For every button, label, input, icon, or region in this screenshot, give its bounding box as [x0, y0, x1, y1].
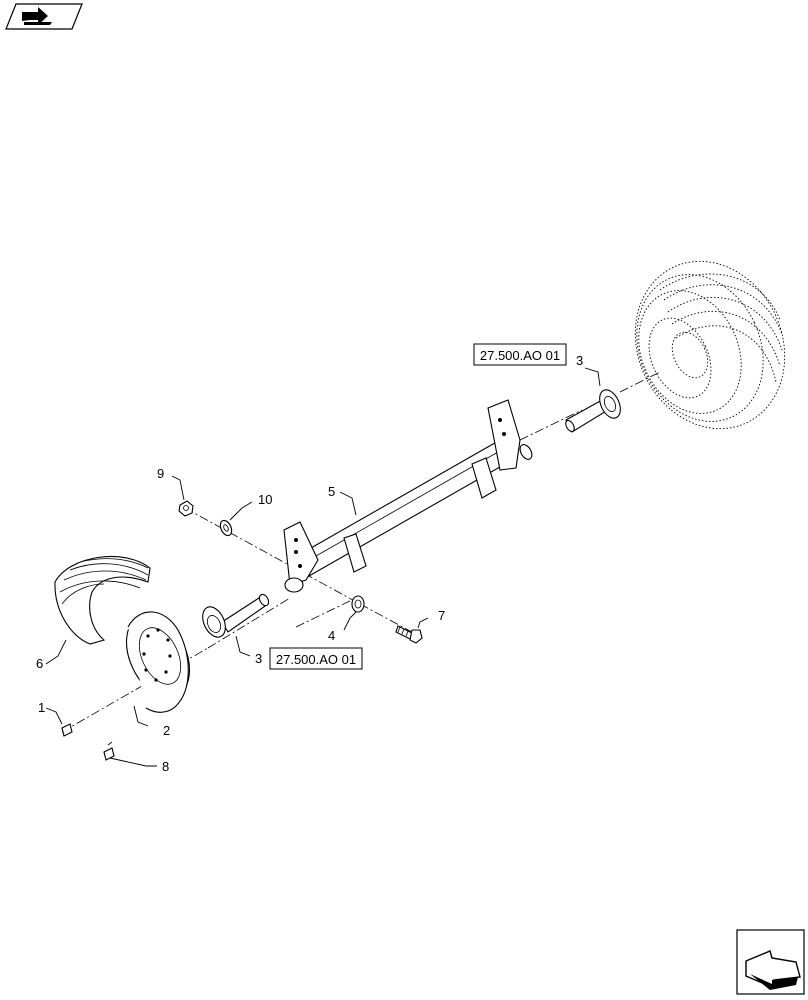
callout-1: 1 [38, 700, 45, 715]
callout-10: 10 [258, 492, 272, 507]
wheel-assembly-right-reference [634, 260, 786, 430]
next-page-arrow-icon[interactable] [736, 929, 805, 995]
axle-beam-part-5 [283, 399, 533, 593]
callout-2: 2 [163, 723, 170, 738]
callout-9: 9 [157, 466, 164, 481]
callout-labels: 1 2 3 3 4 5 6 7 8 9 10 [36, 353, 583, 774]
tire-part-6 [54, 556, 151, 645]
nut-part-9 [178, 500, 194, 517]
bolt-part-8 [103, 741, 115, 761]
washer-part-10 [219, 519, 233, 537]
reference-box-top[interactable]: 27.500.AO 01 [473, 343, 567, 366]
wheel-stud-part-1 [61, 723, 73, 737]
reference-box-top-label: 27.500.AO 01 [480, 348, 560, 363]
callout-5: 5 [328, 484, 335, 499]
callout-leaders [45, 367, 601, 767]
hardware-parts [61, 500, 423, 761]
hub-spindle-left-part-3 [202, 593, 270, 638]
callout-6: 6 [36, 656, 43, 671]
bolt-part-7 [395, 625, 423, 644]
callout-7: 7 [438, 608, 445, 623]
wheel-rim-part-2 [125, 611, 191, 713]
callout-8: 8 [162, 759, 169, 774]
callout-3-right: 3 [576, 353, 583, 368]
reference-box-bottom-label: 27.500.AO 01 [276, 652, 356, 667]
callout-3-left: 3 [255, 651, 262, 666]
callout-4: 4 [328, 628, 335, 643]
bushing-part-4 [351, 595, 365, 613]
reference-box-bottom[interactable]: 27.500.AO 01 [269, 647, 363, 670]
previous-page-arrow-icon[interactable] [5, 3, 83, 30]
hub-spindle-right-part-3 [565, 389, 621, 433]
